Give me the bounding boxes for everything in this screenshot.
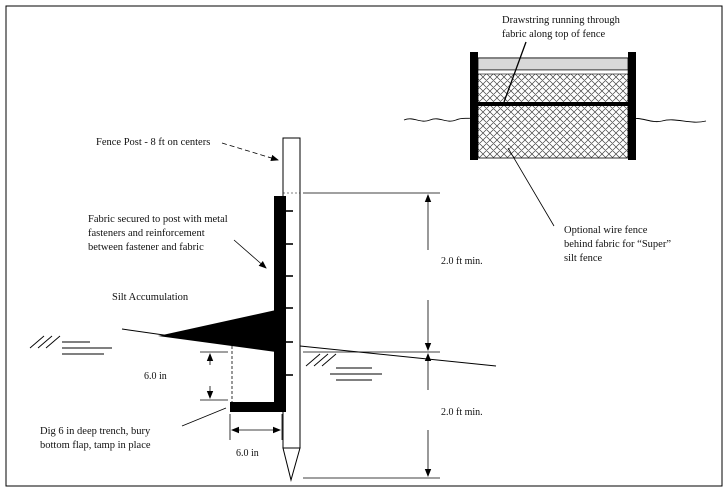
trench-note-leader	[181, 407, 227, 427]
silt-accumulation-label: Silt Accumulation	[112, 292, 189, 303]
wire-fence-label: Optional wire fence behind fabric for “S…	[564, 225, 674, 264]
fence-post-leader	[221, 142, 279, 162]
filter-fabric	[230, 196, 286, 412]
inset-fabric-mesh	[477, 57, 629, 159]
drawstring-label: Drawstring running through fabric along …	[502, 15, 622, 40]
trench-width-dimension	[229, 414, 283, 440]
ground-hatch-left	[29, 335, 112, 355]
inset-wire-fence	[478, 102, 628, 106]
fence-elevation-inset	[403, 41, 707, 227]
lower-depth-label: 2.0 ft min.	[441, 407, 483, 418]
fence-post-label: Fence Post - 8 ft on centers	[96, 137, 210, 148]
inset-post-left	[470, 52, 478, 160]
inset-post-right	[628, 52, 636, 160]
drawing-border	[5, 5, 723, 487]
silt-accumulation-wedge	[158, 310, 276, 352]
trench-depth-label: 6.0 in	[144, 371, 167, 382]
inset-ground-right	[628, 118, 707, 123]
inset-ground-left	[403, 117, 473, 122]
trench-depth-dimension	[200, 351, 228, 401]
ground-hatch-right	[305, 353, 382, 381]
wire-fence-leader	[507, 147, 555, 227]
fence-post	[282, 137, 301, 482]
trench-width-label: 6.0 in	[236, 448, 259, 459]
height-dimensions	[303, 192, 440, 479]
metal-fasteners	[286, 210, 293, 376]
trench-note-label: Dig 6 in deep trench, bury bottom flap, …	[40, 426, 153, 451]
fabric-secured-label: Fabric secured to post with metal fasten…	[88, 214, 230, 253]
upper-height-label: 2.0 ft min.	[441, 256, 483, 267]
drawstring-leader	[503, 41, 527, 103]
inset-drawstring-band	[477, 57, 629, 71]
fabric-secured-leader	[233, 239, 267, 269]
